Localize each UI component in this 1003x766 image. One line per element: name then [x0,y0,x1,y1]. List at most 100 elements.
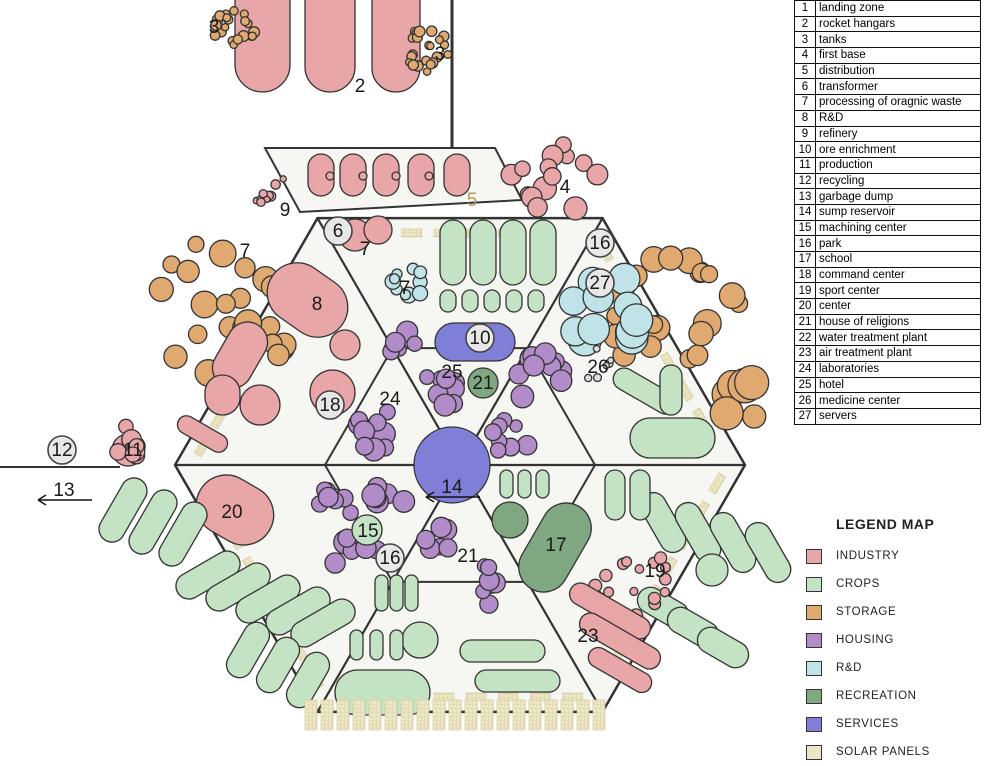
cluster-building [549,369,573,393]
cluster-building [734,364,770,401]
map-label: 7 [240,241,251,262]
map-label: 15 [357,521,378,542]
map-label-text: 8 [312,294,323,315]
legend-number: 18 [794,266,816,284]
distribution-node [325,171,335,181]
map-label: 16 [585,228,615,258]
crop-field [499,469,514,499]
crop-field [604,469,626,521]
legend-label: processing of oragnic waste [815,94,981,111]
map-label-text: 11 [123,440,143,461]
cluster-building [267,343,290,367]
cluster-building [438,538,458,558]
crop-field [225,621,271,679]
machining-center [195,474,275,546]
crop-field [349,629,364,661]
solar-panel [432,699,446,731]
map-label: 11 [123,440,143,461]
crop-field [439,289,457,313]
legend-number: 14 [794,203,816,221]
legend-swatch [806,632,822,648]
legend-label: command center [815,266,981,284]
cluster-building [563,196,588,221]
legend-number: 2 [794,15,816,33]
legend-label: center [815,298,981,315]
map-label: 25 [441,362,462,383]
legend-number: 3 [794,31,816,49]
legend-map-label: INDUSTRY [836,550,900,562]
cluster-building [355,436,375,456]
cluster-building [229,6,239,16]
solar-panel [544,699,558,731]
distribution-tank [443,153,471,197]
map-label-text: 19 [644,561,665,582]
legend-map-item: INDUSTRY [806,542,996,570]
legend-map-label: RECREATION [836,690,917,702]
cluster-building [176,259,200,284]
legend-number: 11 [794,156,816,174]
legend-number: 9 [794,125,816,143]
legend-label: park [815,235,981,252]
legend-map-item: STORAGE [806,598,996,626]
legend-swatch [806,548,822,564]
arrow-head [425,491,435,503]
map-label-text: 2 [355,76,366,97]
crop-field [629,469,651,521]
cluster-building [256,197,266,208]
cluster-building [210,19,222,32]
cluster-building [187,235,205,253]
label-disc [585,228,615,258]
cluster-building [592,344,601,353]
cluster-building [361,483,386,508]
legend-number: 24 [794,360,816,378]
cluster-building [247,31,257,41]
distribution-tank [407,153,435,197]
legend-number: 23 [794,345,816,362]
cluster-building [607,356,615,364]
industry-building [204,374,241,416]
legend-number: 20 [794,298,816,315]
map-label-text: 23 [577,626,598,647]
map-label-text: 26 [587,357,608,378]
map-label: 13 [37,480,92,506]
cluster-building [215,293,236,314]
legend-label: school [815,251,981,268]
cluster-building [658,245,684,271]
cluster-building [599,568,613,583]
cluster-building [647,591,662,606]
cluster-building [489,441,507,459]
organic-waste [363,215,393,245]
crop-field [389,629,404,661]
sport-center [491,501,529,539]
map-label-text: 3 [209,17,220,38]
cluster-building [659,586,671,598]
cluster-building [399,289,412,301]
crop-field [535,469,550,499]
legend-number: 7 [794,94,816,111]
legend-map-label: HOUSING [836,634,894,646]
cluster-building [392,490,416,513]
distribution-node [358,171,368,181]
cluster-building [634,564,645,574]
solar-panel [352,699,366,731]
ore-enrichment [266,262,349,338]
map-label-text: 18 [319,395,340,416]
legend-number: 21 [794,313,816,331]
cluster-building [270,179,281,190]
cluster-building [419,369,435,386]
legend-swatch [806,576,822,592]
solar-panel [400,699,414,731]
cluster-building [522,354,545,377]
solar-panel [384,699,398,731]
map-label-text: 9 [280,200,291,221]
industry-building [176,415,229,453]
